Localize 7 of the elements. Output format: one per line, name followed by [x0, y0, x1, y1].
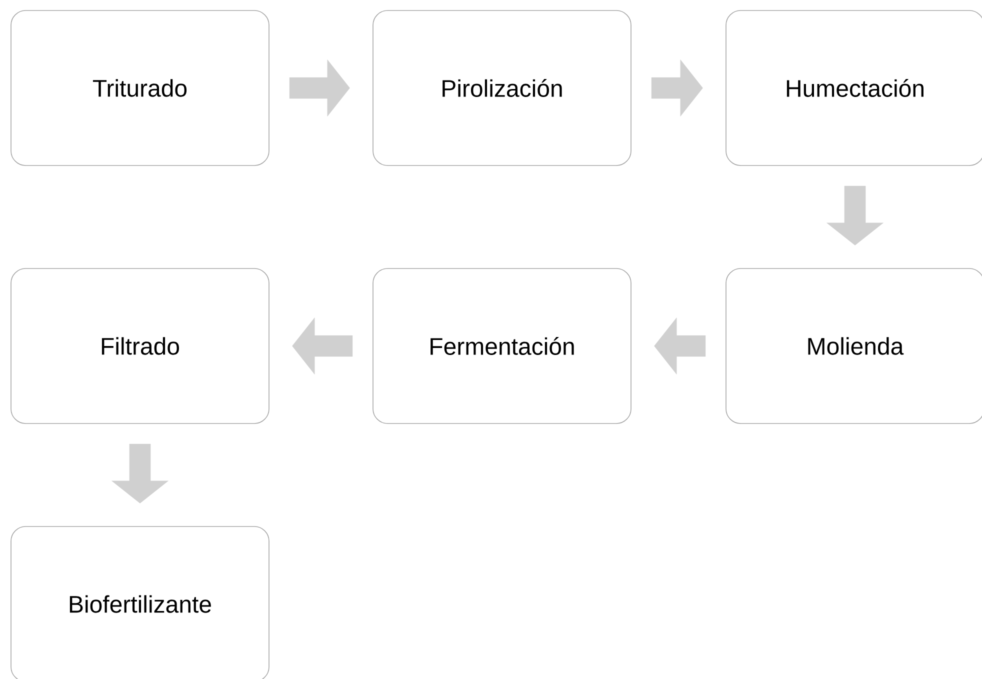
process-box: Molienda: [726, 268, 982, 424]
process-box: Triturado: [10, 10, 270, 166]
process-box: Fermentación: [372, 268, 632, 424]
process-box: Pirolización: [372, 10, 632, 166]
process-box: Biofertilizante: [10, 526, 270, 679]
process-box: Humectación: [726, 10, 982, 166]
process-box: Filtrado: [10, 268, 270, 424]
